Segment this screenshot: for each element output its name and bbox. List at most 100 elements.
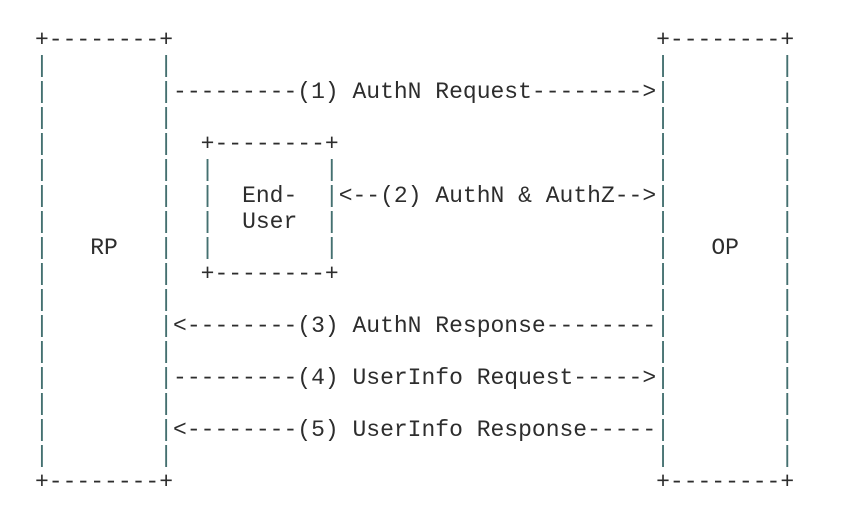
ascii-segment xyxy=(670,79,780,105)
ascii-segment xyxy=(173,157,201,183)
ascii-segment xyxy=(49,339,159,365)
ascii-segment: OP xyxy=(669,235,781,261)
pipe-char: | xyxy=(656,443,670,469)
pipe-char: | xyxy=(159,157,174,183)
ascii-line: | | | | xyxy=(35,53,794,79)
pipe-char: | xyxy=(656,131,670,157)
pipe-char: | xyxy=(159,131,174,157)
pipe-char: | xyxy=(159,235,174,261)
pipe-char: | xyxy=(780,391,795,417)
ascii-segment xyxy=(49,209,159,235)
ascii-segment xyxy=(670,157,780,183)
pipe-char: | xyxy=(35,391,49,417)
pipe-char: | xyxy=(159,339,174,365)
ascii-segment xyxy=(670,365,780,391)
pipe-char: | xyxy=(780,313,795,339)
pipe-char: | xyxy=(35,53,49,79)
pipe-char: | xyxy=(159,365,174,391)
ascii-segment xyxy=(49,417,159,443)
ascii-segment xyxy=(670,313,780,339)
ascii-line: | | | | xyxy=(35,105,794,131)
ascii-segment: +--------+ xyxy=(173,131,657,157)
ascii-segment xyxy=(49,183,159,209)
pipe-char: | xyxy=(656,79,670,105)
ascii-diagram: +--------+ +--------+| | | || |---------… xyxy=(35,27,794,495)
pipe-char: | xyxy=(159,313,174,339)
ascii-segment: RP xyxy=(48,235,160,261)
ascii-line: +--------+ +--------+ xyxy=(35,27,794,53)
ascii-segment xyxy=(670,183,780,209)
pipe-char: | xyxy=(159,261,174,287)
pipe-char: | xyxy=(656,105,670,131)
pipe-char: | xyxy=(35,261,49,287)
pipe-char: | xyxy=(159,443,174,469)
ascii-segment xyxy=(214,235,324,261)
ascii-segment xyxy=(670,131,780,157)
pipe-char: | xyxy=(159,209,174,235)
pipe-char: | xyxy=(780,443,795,469)
ascii-segment xyxy=(670,261,780,287)
pipe-char: | xyxy=(656,209,670,235)
pipe-char: | xyxy=(656,313,670,339)
pipe-char: | xyxy=(35,443,49,469)
pipe-char: | xyxy=(200,235,215,261)
ascii-line: | | | End- |<--(2) AuthN & AuthZ-->| | xyxy=(35,183,794,209)
ascii-segment xyxy=(49,365,159,391)
pipe-char: | xyxy=(780,131,795,157)
ascii-segment xyxy=(49,443,159,469)
ascii-line: | | | | xyxy=(35,339,794,365)
pipe-char: | xyxy=(200,183,215,209)
pipe-char: | xyxy=(35,131,49,157)
ascii-segment: <--------(5) UserInfo Response----- xyxy=(173,417,657,443)
ascii-segment: User xyxy=(214,209,325,235)
pipe-char: | xyxy=(324,209,339,235)
pipe-char: | xyxy=(200,157,215,183)
ascii-segment: +--------+ xyxy=(173,261,657,287)
pipe-char: | xyxy=(656,183,670,209)
ascii-segment xyxy=(49,391,159,417)
ascii-segment xyxy=(670,209,780,235)
ascii-line: | | | | | | xyxy=(35,157,794,183)
pipe-char: | xyxy=(780,183,795,209)
ascii-segment: <--(2) AuthN & AuthZ--> xyxy=(338,183,657,209)
ascii-segment xyxy=(173,105,656,131)
pipe-char: | xyxy=(35,313,49,339)
pipe-char: | xyxy=(159,417,174,443)
ascii-line: | | | | xyxy=(35,287,794,313)
pipe-char: | xyxy=(656,417,670,443)
pipe-char: | xyxy=(35,287,49,313)
ascii-segment xyxy=(670,53,780,79)
pipe-char: | xyxy=(656,339,670,365)
pipe-char: | xyxy=(159,105,174,131)
ascii-segment xyxy=(339,209,656,235)
ascii-segment xyxy=(214,157,324,183)
pipe-char: | xyxy=(324,157,339,183)
ascii-segment xyxy=(173,209,201,235)
pipe-char: | xyxy=(780,53,795,79)
ascii-segment xyxy=(49,313,159,339)
pipe-char: | xyxy=(35,417,49,443)
ascii-segment xyxy=(173,339,656,365)
pipe-char: | xyxy=(35,105,49,131)
ascii-segment xyxy=(49,53,159,79)
pipe-char: | xyxy=(656,365,670,391)
ascii-segment xyxy=(670,417,780,443)
ascii-segment xyxy=(670,391,780,417)
pipe-char: | xyxy=(200,209,215,235)
ascii-line: | |---------(1) AuthN Request-------->| … xyxy=(35,79,794,105)
pipe-char: | xyxy=(656,235,670,261)
pipe-char: | xyxy=(35,235,49,261)
pipe-char: | xyxy=(780,79,795,105)
ascii-segment xyxy=(670,339,780,365)
pipe-char: | xyxy=(159,287,174,313)
ascii-segment xyxy=(173,183,201,209)
ascii-segment xyxy=(49,287,159,313)
ascii-line: +--------+ +--------+ xyxy=(35,469,794,495)
pipe-char: | xyxy=(780,287,795,313)
ascii-segment: End- xyxy=(214,183,325,209)
ascii-line: | | | User | | | xyxy=(35,209,794,235)
pipe-char: | xyxy=(780,339,795,365)
ascii-segment: <--------(3) AuthN Response-------- xyxy=(173,313,657,339)
ascii-segment xyxy=(339,235,656,261)
